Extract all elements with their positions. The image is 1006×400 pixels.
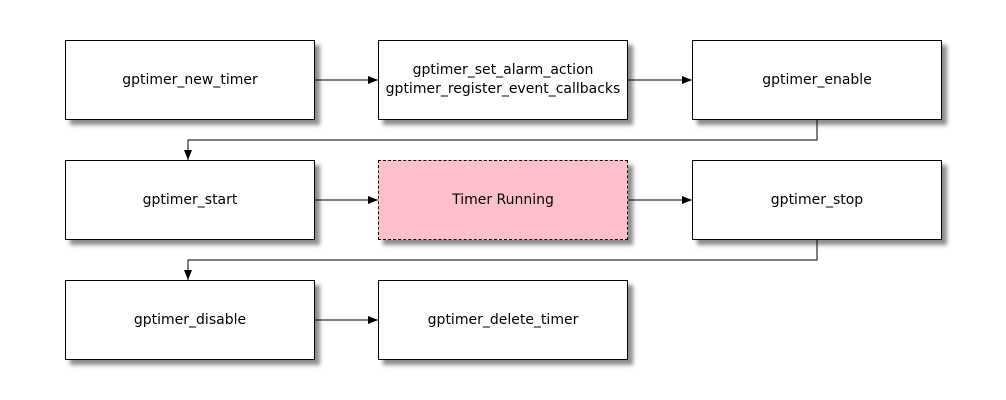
node-gptimer-enable: gptimer_enable xyxy=(692,40,942,120)
node-label: gptimer_set_alarm_action gptimer_registe… xyxy=(385,62,621,97)
node-label: gptimer_disable xyxy=(133,311,247,328)
node-gptimer-disable: gptimer_disable xyxy=(65,280,315,360)
node-label: gptimer_stop xyxy=(770,191,864,208)
node-label: gptimer_enable xyxy=(762,71,872,88)
node-label: Timer Running xyxy=(452,191,554,208)
node-gptimer-new-timer: gptimer_new_timer xyxy=(65,40,315,120)
node-gptimer-config: gptimer_set_alarm_action gptimer_registe… xyxy=(378,40,628,120)
node-gptimer-start: gptimer_start xyxy=(65,160,315,240)
node-label: gptimer_start xyxy=(142,191,238,208)
node-label: gptimer_delete_timer xyxy=(427,311,579,328)
edge-enable-to-start xyxy=(184,120,818,160)
edge-stop-to-disable xyxy=(184,240,818,280)
node-gptimer-stop: gptimer_stop xyxy=(692,160,942,240)
node-label: gptimer_new_timer xyxy=(122,71,258,88)
node-timer-running: Timer Running xyxy=(378,160,628,240)
node-gptimer-delete-timer: gptimer_delete_timer xyxy=(378,280,628,360)
